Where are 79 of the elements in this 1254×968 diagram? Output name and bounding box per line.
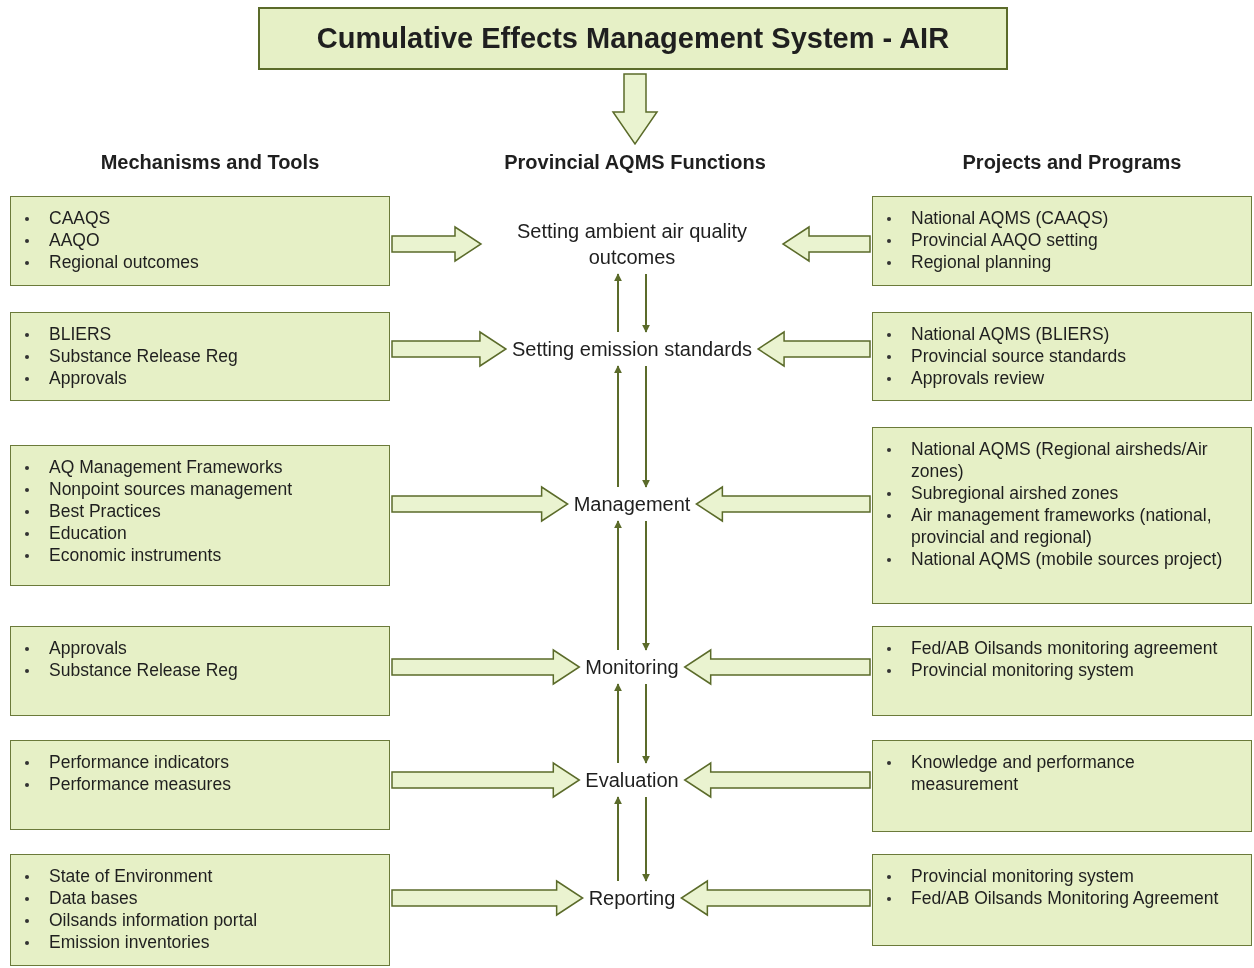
- list-item: Provincial AAQO setting: [911, 229, 1098, 251]
- arrow: [642, 796, 650, 882]
- list-item: Provincial source standards: [911, 345, 1126, 367]
- list-item: Provincial monitoring system: [911, 659, 1134, 681]
- block-arrow: [391, 225, 483, 263]
- list-item: AQ Management Frameworks: [49, 456, 283, 478]
- list-box: [10, 196, 390, 286]
- block-arrow: [391, 761, 581, 799]
- list-item: Best Practices: [49, 500, 161, 522]
- column-heading: Mechanisms and Tools: [99, 150, 321, 175]
- list-box: [10, 740, 390, 830]
- list-box: [10, 854, 390, 966]
- list-item: Substance Release Reg: [49, 659, 238, 681]
- list-item: Subregional airshed zones: [911, 482, 1119, 504]
- block-arrow: [391, 485, 569, 523]
- list-item: Education: [49, 522, 127, 544]
- block-arrow: [756, 330, 871, 368]
- block-arrow: [391, 330, 508, 368]
- arrow: [614, 796, 622, 882]
- arrow: [614, 520, 622, 651]
- arrow: [614, 683, 622, 764]
- function-label: Reporting: [588, 885, 676, 911]
- block-arrow: [683, 648, 871, 686]
- block-arrow: [391, 648, 581, 686]
- list-item: Regional outcomes: [49, 251, 199, 273]
- list-item: Approvals: [49, 637, 127, 659]
- function-label: Setting emission standards: [511, 336, 753, 362]
- list-item: Regional planning: [911, 251, 1052, 273]
- function-label: Evaluation: [585, 767, 679, 793]
- list-item: National AQMS (Regional airsheds/Air zones): [911, 438, 1209, 482]
- list-box: [872, 740, 1252, 832]
- function-label: Monitoring: [585, 654, 679, 680]
- arrow: [642, 520, 650, 651]
- function-label: Management: [573, 491, 691, 517]
- arrow: [642, 273, 650, 333]
- function-label: Setting ambient air quality outcomes: [487, 218, 777, 270]
- list-item: Performance measures: [49, 773, 231, 795]
- list-item: AAQO: [49, 229, 100, 251]
- list-item: Oilsands information portal: [49, 909, 258, 931]
- list-box: [872, 312, 1252, 401]
- list-box: [872, 854, 1252, 946]
- block-arrow: [781, 225, 871, 263]
- list-item: Knowledge and performance measurement: [911, 751, 1136, 795]
- list-item: Fed/AB Oilsands Monitoring Agreement: [911, 887, 1219, 909]
- list-box: [10, 312, 390, 401]
- list-box: [10, 445, 390, 586]
- list-item: BLIERS: [49, 323, 112, 345]
- block-arrow: [695, 485, 871, 523]
- column-heading: Provincial AQMS Functions: [504, 148, 766, 176]
- arrow: [614, 365, 622, 488]
- list-box: [10, 626, 390, 716]
- arrow: [642, 683, 650, 764]
- block-arrow: [611, 73, 659, 146]
- list-item: Approvals review: [911, 367, 1045, 389]
- list-item: Provincial monitoring system: [911, 865, 1134, 887]
- list-box: [872, 196, 1252, 286]
- list-box: [872, 427, 1252, 604]
- list-item: Fed/AB Oilsands monitoring agreement: [911, 637, 1218, 659]
- list-item: State of Environment: [49, 865, 213, 887]
- list-box: [872, 626, 1252, 716]
- list-item: Air management frameworks (national, provincial and regional): [911, 504, 1213, 548]
- block-arrow: [683, 761, 871, 799]
- column-heading: Projects and Programs: [961, 150, 1183, 175]
- list-item: Approvals: [49, 367, 127, 389]
- arrow: [614, 273, 622, 333]
- list-item: Data bases: [49, 887, 138, 909]
- arrow: [642, 365, 650, 488]
- block-arrow: [391, 879, 584, 917]
- list-item: Emission inventories: [49, 931, 210, 953]
- list-item: National AQMS (mobile sources project): [911, 548, 1223, 570]
- block-arrow: [680, 879, 871, 917]
- list-item: National AQMS (BLIERS): [911, 323, 1110, 345]
- list-item: Performance indicators: [49, 751, 229, 773]
- list-item: Nonpoint sources management: [49, 478, 293, 500]
- list-item: CAAQS: [49, 207, 111, 229]
- list-item: Economic instruments: [49, 544, 222, 566]
- title-box: Cumulative Effects Management System - AIR: [258, 7, 1008, 70]
- list-item: Substance Release Reg: [49, 345, 238, 367]
- list-item: National AQMS (CAAQS): [911, 207, 1109, 229]
